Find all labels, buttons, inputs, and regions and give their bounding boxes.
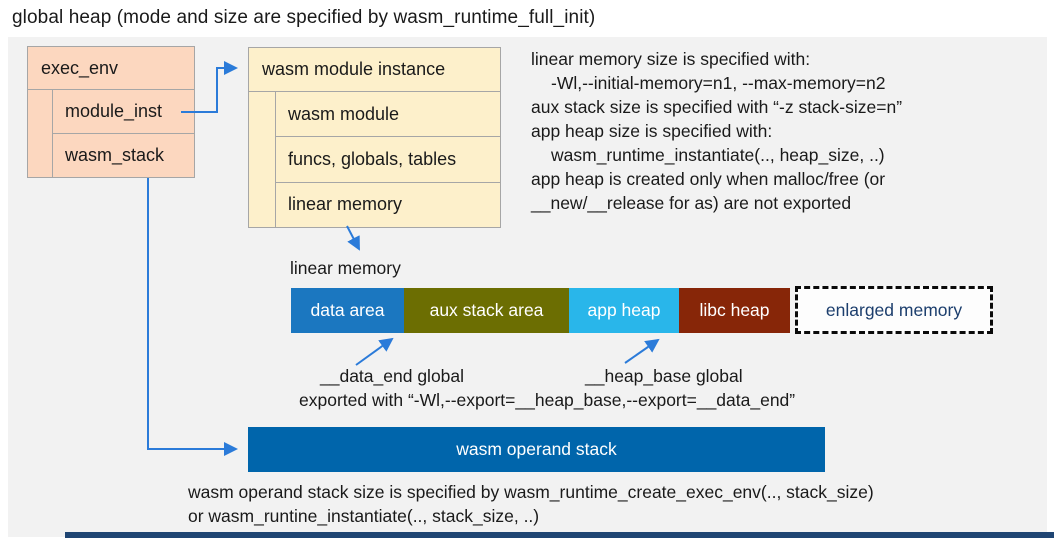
note-line: aux stack size is specified with “-z sta… bbox=[531, 97, 903, 117]
wasm-operand-stack-label: wasm operand stack bbox=[456, 439, 617, 459]
segment-app-heap: app heap bbox=[569, 288, 679, 333]
footer-line: or wasm_runtine_instantiate(.., stack_si… bbox=[188, 506, 540, 526]
footer-line: wasm operand stack size is specified by … bbox=[188, 482, 874, 502]
note-line: wasm_runtime_instantiate(.., heap_size, … bbox=[551, 145, 885, 165]
exec-env-row-module-inst: module_inst bbox=[65, 101, 163, 121]
exported-with-note: exported with “-Wl,--export=__heap_base,… bbox=[299, 390, 796, 410]
segment-label: libc heap bbox=[699, 300, 770, 320]
enlarged-memory-box: enlarged memory bbox=[795, 286, 993, 334]
note-line: -Wl,--initial-memory=n1, --max-memory=n2 bbox=[551, 73, 886, 93]
note-line: linear memory size is specified with: bbox=[531, 49, 811, 69]
notes-block: linear memory size is specified with: -W… bbox=[531, 47, 902, 215]
instance-row-wasm-module: wasm module bbox=[288, 103, 400, 124]
segment-libc-heap: libc heap bbox=[679, 288, 790, 333]
note-line: app heap is created only when malloc/fre… bbox=[531, 169, 886, 189]
instance-row-linear-memory: linear memory bbox=[276, 181, 500, 227]
data-end-global-label: __data_end global bbox=[320, 366, 465, 386]
wasm-module-instance-header: wasm module instance bbox=[249, 48, 500, 92]
wasm-operand-stack-bar: wasm operand stack bbox=[248, 427, 825, 472]
linear-memory-bar: data area aux stack area app heap libc h… bbox=[291, 288, 790, 333]
bottom-accent-strip bbox=[65, 532, 1054, 538]
wasm-module-instance-body: wasm module funcs, globals, tables linea… bbox=[275, 92, 500, 227]
exec-env-body: module_inst wasm_stack bbox=[52, 90, 194, 177]
page-title: global heap (mode and size are specified… bbox=[12, 7, 596, 28]
exec-env-box: exec_env module_inst wasm_stack bbox=[27, 46, 195, 178]
linear-memory-label: linear memory bbox=[290, 258, 401, 278]
exec-env-header: exec_env bbox=[28, 47, 194, 90]
enlarged-memory-label: enlarged memory bbox=[825, 299, 963, 320]
segment-label: data area bbox=[310, 300, 385, 320]
segment-data-area: data area bbox=[291, 288, 404, 333]
note-line: app heap size is specified with: bbox=[531, 121, 773, 141]
wasm-module-instance-box: wasm module instance wasm module funcs, … bbox=[248, 47, 501, 228]
note-line: __new/__release for as) are not exported bbox=[531, 193, 852, 213]
instance-row-funcs-globals-tables: funcs, globals, tables bbox=[276, 136, 500, 181]
segment-label: app heap bbox=[587, 300, 661, 320]
exec-env-row-wasm-stack: wasm_stack bbox=[53, 133, 194, 177]
footer-notes: wasm operand stack size is specified by … bbox=[188, 480, 874, 528]
heap-base-global-label: __heap_base global bbox=[585, 366, 743, 386]
segment-label: aux stack area bbox=[429, 300, 544, 320]
segment-aux-stack-area: aux stack area bbox=[404, 288, 569, 333]
